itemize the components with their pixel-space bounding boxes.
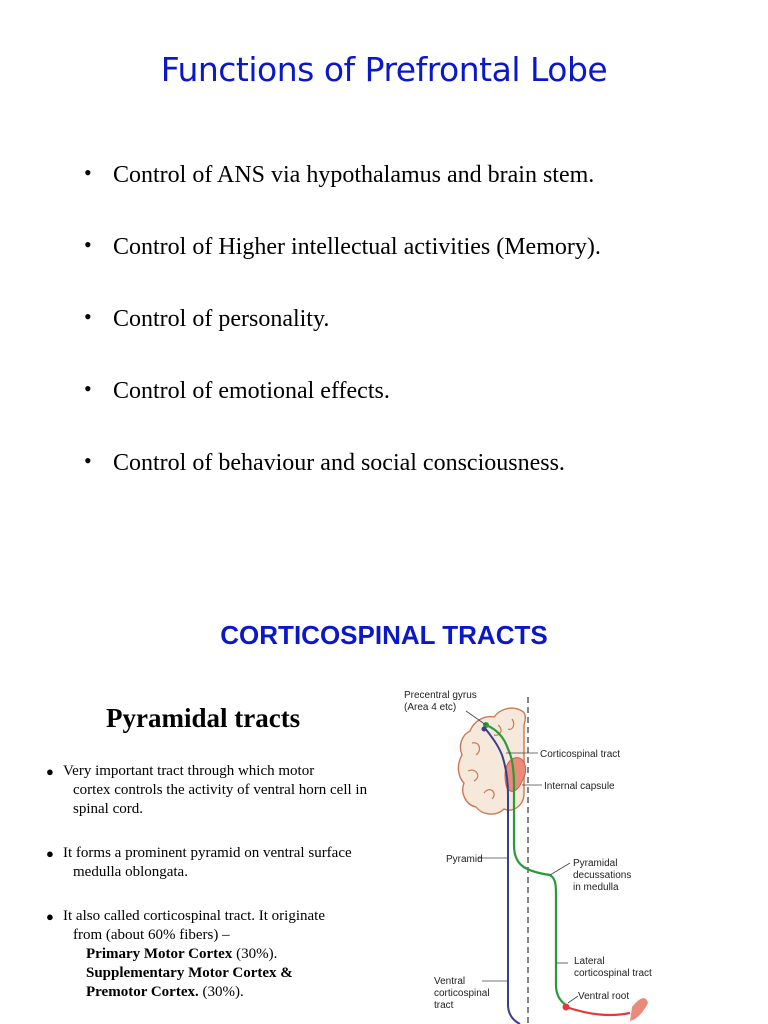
list-item: ● Very important tract through which mot… (46, 763, 368, 817)
tract-points: ● Very important tract through which mot… (46, 762, 381, 1002)
list-item: •Control of Higher intellectual activiti… (84, 230, 754, 302)
ventral-corticospinal-path (483, 726, 521, 1024)
label-decussation-1: Pyramidal (573, 858, 617, 869)
supplementary-cortex-line: Supplementary Motor Cortex & (86, 965, 293, 981)
primary-cortex-line: Primary Motor Cortex (30%). (86, 946, 278, 962)
leader-decussation (549, 862, 571, 876)
list-item: ● It also called corticospinal tract. It… (46, 907, 381, 1002)
label-precentral: Precentral gyrus (404, 690, 477, 701)
lateral-corticospinal-path (485, 723, 567, 1006)
ventral-root-axon (565, 1005, 631, 1017)
muscle-shape (630, 998, 648, 1021)
label-lateral-2: corticospinal tract (574, 968, 652, 979)
bullet-icon: • (84, 376, 92, 401)
list-item: •Control of emotional effects. (84, 374, 754, 446)
label-ventral-2: corticospinal (434, 988, 490, 999)
bullet-icon: • (84, 160, 92, 185)
label-ventral-3: tract (434, 1000, 454, 1011)
cortex-origin-ventral (481, 726, 487, 732)
leader-precentral (465, 710, 487, 726)
spacer (46, 882, 381, 907)
list-item: •Control of personality. (84, 302, 754, 374)
list-item: •Control of behaviour and social conscio… (84, 446, 754, 518)
bullet-icon: ● (46, 764, 54, 779)
label-pyramid: Pyramid (446, 854, 483, 865)
section-title: CORTICOSPINAL TRACTS (220, 620, 548, 650)
label-lateral-1: Lateral (574, 956, 605, 967)
label-corticospinal: Corticospinal tract (540, 749, 620, 760)
bullet-icon: ● (46, 909, 54, 924)
sub-title: Pyramidal tracts (106, 703, 301, 733)
bullet-icon: • (84, 448, 92, 473)
label-ventral-1: Ventral (434, 976, 465, 987)
label-decussation-2: decussations (573, 870, 631, 881)
label-decussation-3: in medulla (573, 882, 619, 893)
spacer (46, 819, 381, 844)
slide-title: Functions of Prefrontal Lobe (160, 50, 608, 89)
list-item: •Control of ANS via hypothalamus and bra… (84, 158, 754, 230)
label-internal-capsule: Internal capsule (544, 781, 615, 792)
label-ventral-root: Ventral root (578, 991, 629, 1002)
bullet-icon: ● (46, 846, 54, 861)
bullet-icon: • (84, 232, 92, 257)
premotor-cortex-line: Premotor Cortex. (30%). (86, 984, 244, 1000)
label-precentral-area: (Area 4 etc) (404, 702, 456, 713)
list-item: ● It forms a prominent pyramid on ventra… (46, 845, 352, 880)
leader-ventral-root (567, 995, 579, 1004)
gyri-detail (467, 718, 515, 800)
bullet-icon: • (84, 304, 92, 329)
function-list: •Control of ANS via hypothalamus and bra… (84, 158, 754, 518)
corticospinal-diagram: Precentral gyrus (Area 4 etc) Corticospi… (404, 690, 652, 1024)
